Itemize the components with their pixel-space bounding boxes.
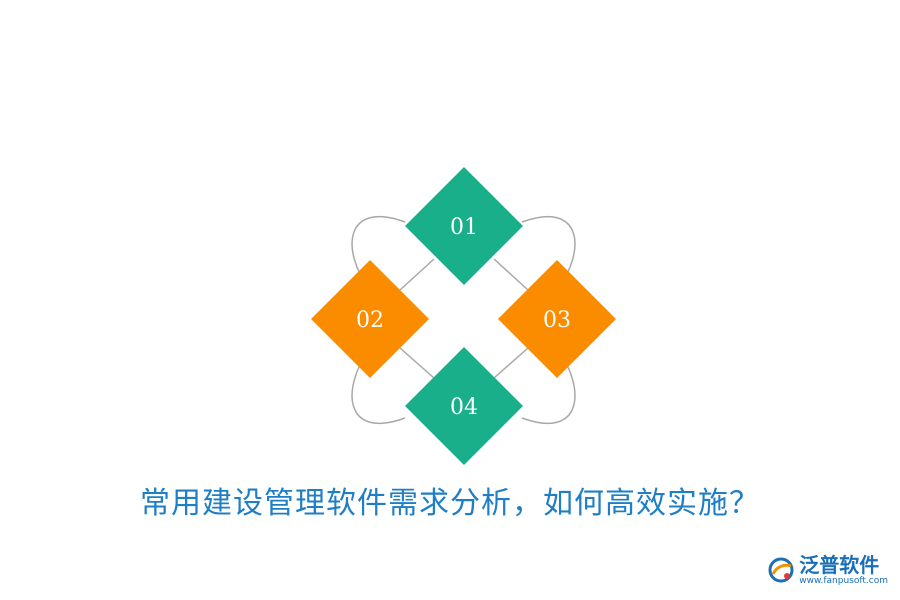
page-title: 常用建设管理软件需求分析，如何高效实施？ [140, 486, 760, 521]
inner-connectors [399, 258, 529, 379]
brand-logo: 泛普软件 www.fanpusoft.com [767, 554, 888, 586]
connector-line-03-04 [493, 347, 529, 379]
brand-url: www.fanpusoft.com [799, 576, 888, 586]
node-04-diamond [405, 347, 523, 465]
connector-line-01-02 [399, 258, 435, 291]
node-02-diamond [311, 260, 429, 378]
node-02: 02 [311, 260, 429, 378]
connector-line-01-03 [493, 258, 529, 291]
node-03: 03 [498, 260, 616, 378]
node-02-label: 02 [356, 308, 384, 333]
node-03-label: 03 [543, 308, 571, 333]
node-04: 04 [405, 347, 523, 465]
node-01: 01 [405, 167, 523, 285]
brand-name: 泛普软件 [799, 553, 880, 577]
brand-text: 泛普软件 www.fanpusoft.com [799, 554, 888, 586]
node-03-diamond [498, 260, 616, 378]
node-01-diamond [405, 167, 523, 285]
node-04-label: 04 [450, 395, 478, 420]
connector-line-02-04 [399, 347, 435, 379]
brand-logo-icon [768, 557, 794, 583]
node-01-label: 01 [450, 215, 478, 240]
